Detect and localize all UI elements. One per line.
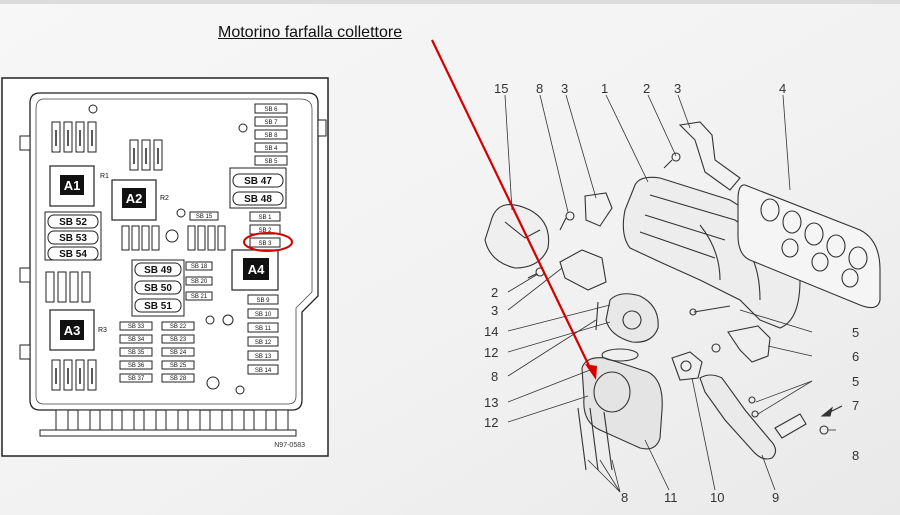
fuse-sb4: SB 4 xyxy=(264,146,278,152)
fuse-sb35: SB 35 xyxy=(128,350,145,356)
fuse-sb53: SB 53 xyxy=(59,233,87,244)
fuse-sb20: SB 20 xyxy=(191,279,208,285)
callout-11: 11 xyxy=(664,490,678,505)
fuse-sb7: SB 7 xyxy=(264,120,278,126)
callout-5: 5 xyxy=(852,325,859,340)
callout-15: 15 xyxy=(494,81,508,96)
fuse-sb10: SB 10 xyxy=(255,312,272,318)
svg-text:A2: A2 xyxy=(126,191,143,206)
callout-12-lower: 12 xyxy=(484,415,498,430)
fuse-sb1: SB 1 xyxy=(258,215,272,221)
callout-8: 8 xyxy=(536,81,543,96)
fuse-sb22: SB 22 xyxy=(170,324,187,330)
fuse-sb5: SB 5 xyxy=(264,159,278,165)
figure-code: N97-0583 xyxy=(274,442,305,449)
fuse-sb50: SB 50 xyxy=(144,283,172,294)
fuse-sb48: SB 48 xyxy=(244,194,272,205)
manifold-exploded-view xyxy=(484,94,881,493)
callout-9: 9 xyxy=(772,490,779,505)
fuse-sb15: SB 15 xyxy=(196,214,213,220)
callout-1: 1 xyxy=(601,81,608,96)
label-r3: R3 xyxy=(98,327,107,334)
fuse-sb51: SB 51 xyxy=(144,301,172,312)
fuse-sb16: SB 18 xyxy=(191,264,208,270)
callout-13: 13 xyxy=(484,395,498,410)
relay-a4: A4 xyxy=(231,249,279,291)
callout-4: 4 xyxy=(779,81,786,96)
fuse-sb13: SB 13 xyxy=(255,354,272,360)
callout-8-bottom: 8 xyxy=(621,490,628,505)
fuse-sb3: SB 3 xyxy=(258,241,272,247)
fuse-sb6: SB 6 xyxy=(264,107,278,113)
callout-3-left: 3 xyxy=(491,303,498,318)
callout-2: 2 xyxy=(643,81,650,96)
callout-2-left: 2 xyxy=(491,285,498,300)
relay-a1: A1 xyxy=(49,165,95,207)
fuse-sb25: SB 25 xyxy=(170,363,187,369)
callout-8-left: 8 xyxy=(491,369,498,384)
callout-3: 3 xyxy=(561,81,568,96)
fuse-sb8: SB 8 xyxy=(264,133,278,139)
fuse-sb2: SB 2 xyxy=(258,228,272,234)
svg-text:A4: A4 xyxy=(248,262,265,277)
callout-5-lower: 5 xyxy=(852,374,859,389)
fuse-sb34: SB 34 xyxy=(128,337,145,343)
svg-text:A3: A3 xyxy=(64,323,81,338)
fuse-sb12: SB 12 xyxy=(255,340,272,346)
fuse-sb23: SB 23 xyxy=(170,337,187,343)
highlight-ellipse xyxy=(243,232,293,252)
fuse-sb24: SB 24 xyxy=(170,350,187,356)
fuse-sb54: SB 54 xyxy=(59,249,87,260)
fuse-sb37: SB 37 xyxy=(128,376,145,382)
red-pointer-arrow xyxy=(431,39,597,380)
label-r1: R1 xyxy=(100,173,109,180)
relay-a3: A3 xyxy=(49,309,95,351)
relay-a2: A2 xyxy=(111,179,157,221)
callout-numbers: 15 8 3 1 2 3 4 2 3 14 12 8 13 12 5 6 5 7… xyxy=(484,81,859,505)
fuse-sb11: SB 11 xyxy=(255,326,272,332)
svg-text:A1: A1 xyxy=(64,178,81,193)
callout-6: 6 xyxy=(852,349,859,364)
fuse-sb47: SB 47 xyxy=(244,176,272,187)
fuse-sb33: SB 33 xyxy=(128,324,145,330)
callout-10: 10 xyxy=(710,490,724,505)
fuse-sb52: SB 52 xyxy=(59,217,87,228)
fuse-sb9: SB 9 xyxy=(256,298,270,304)
fuse-sb21: SB 21 xyxy=(191,294,208,300)
callout-14: 14 xyxy=(484,324,498,339)
fuse-sb49: SB 49 xyxy=(144,265,172,276)
caption-label: Motorino farfalla collettore xyxy=(218,24,403,41)
fuse-box-diagram: A1 A2 A3 A4 SB 52 SB 53 SB 54 xyxy=(1,77,329,457)
fuse-sb14: SB 14 xyxy=(255,368,272,374)
callout-12: 12 xyxy=(484,345,498,360)
callout-8-right: 8 xyxy=(852,448,859,463)
callout-7: 7 xyxy=(852,398,859,413)
fuse-sb36: SB 36 xyxy=(128,363,145,369)
label-r2: R2 xyxy=(160,195,169,202)
callout-3-top: 3 xyxy=(674,81,681,96)
fuse-sb28: SB 28 xyxy=(170,376,187,382)
